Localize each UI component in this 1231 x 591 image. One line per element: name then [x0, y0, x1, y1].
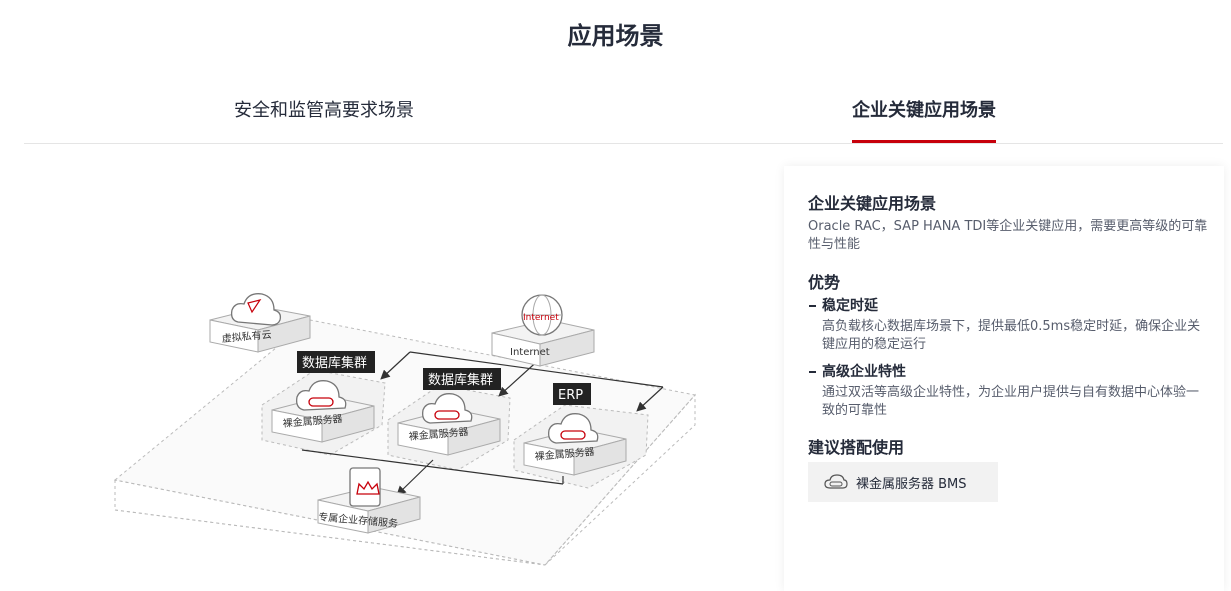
- advantages-title: 优势: [808, 273, 841, 292]
- tag-db-cluster-2: 数据库集群: [423, 368, 501, 390]
- server-icon: [560, 430, 586, 440]
- feature-body: 通过双活等高级企业特性，为企业用户提供与自有数据中心体验一致的可靠性: [822, 385, 1200, 418]
- svg-text:数据库集群: 数据库集群: [302, 355, 367, 371]
- detail-description: Oracle RAC，SAP HANA TDI等企业关键应用，需要更高等级的可靠…: [808, 219, 1208, 252]
- detail-title: 企业关键应用场景: [808, 194, 937, 213]
- recommend-title: 建议搭配使用: [808, 438, 905, 457]
- feature-title: 高级企业特性: [808, 362, 1208, 382]
- architecture-diagram: 虚拟私有云 Internet Internet 数据库集群 数据库集群 ERP …: [113, 293, 696, 566]
- scenario-tabs: 安全和监管高要求场景 企业关键应用场景: [24, 92, 1223, 144]
- vpc-label: 虚拟私有云: [221, 328, 272, 345]
- bms-node-2: 裸金属服务器: [397, 393, 501, 456]
- vpc-node: 虚拟私有云: [209, 293, 311, 353]
- bms-node-1: 裸金属服务器: [271, 380, 375, 443]
- cloud-server-icon: [824, 474, 848, 489]
- feature-stable-latency: 稳定时延 高负载核心数据库场景下，提供最低0.5ms稳定时延，确保企业关键应用的…: [808, 296, 1208, 354]
- feature-body: 高负载核心数据库场景下，提供最低0.5ms稳定时延，确保企业关键应用的稳定运行: [822, 319, 1201, 352]
- bms-node-3: 裸金属服务器: [523, 413, 627, 476]
- recommend-bms-label: 裸金属服务器 BMS: [856, 476, 967, 492]
- feature-enterprise-features: 高级企业特性 通过双活等高级企业特性，为企业用户提供与自有数据中心体验一致的可靠…: [808, 362, 1208, 420]
- scenario-detail-card: 企业关键应用场景 Oracle RAC，SAP HANA TDI等企业关键应用，…: [784, 166, 1224, 591]
- internet-label: Internet: [510, 347, 550, 358]
- storage-node: 专属企业存储服务: [317, 467, 421, 534]
- tag-db-cluster-1: 数据库集群: [297, 351, 375, 373]
- tab-security-scenario[interactable]: 安全和监管高要求场景: [234, 100, 414, 121]
- svg-text:数据库集群: 数据库集群: [428, 372, 493, 388]
- tab-enterprise-scenario[interactable]: 企业关键应用场景: [852, 98, 996, 143]
- recommend-bms-button[interactable]: 裸金属服务器 BMS: [808, 462, 998, 502]
- cloud-icon: [230, 293, 282, 326]
- internet-node: Internet Internet: [491, 294, 595, 367]
- server-icon: [308, 397, 334, 407]
- svg-text:ERP: ERP: [558, 388, 583, 403]
- server-icon: [434, 410, 460, 420]
- page-title: 应用场景: [567, 22, 664, 50]
- tag-erp: ERP: [553, 383, 591, 405]
- internet-globe-label: Internet: [523, 313, 559, 323]
- feature-title: 稳定时延: [808, 296, 1208, 316]
- crown-icon: [356, 480, 380, 495]
